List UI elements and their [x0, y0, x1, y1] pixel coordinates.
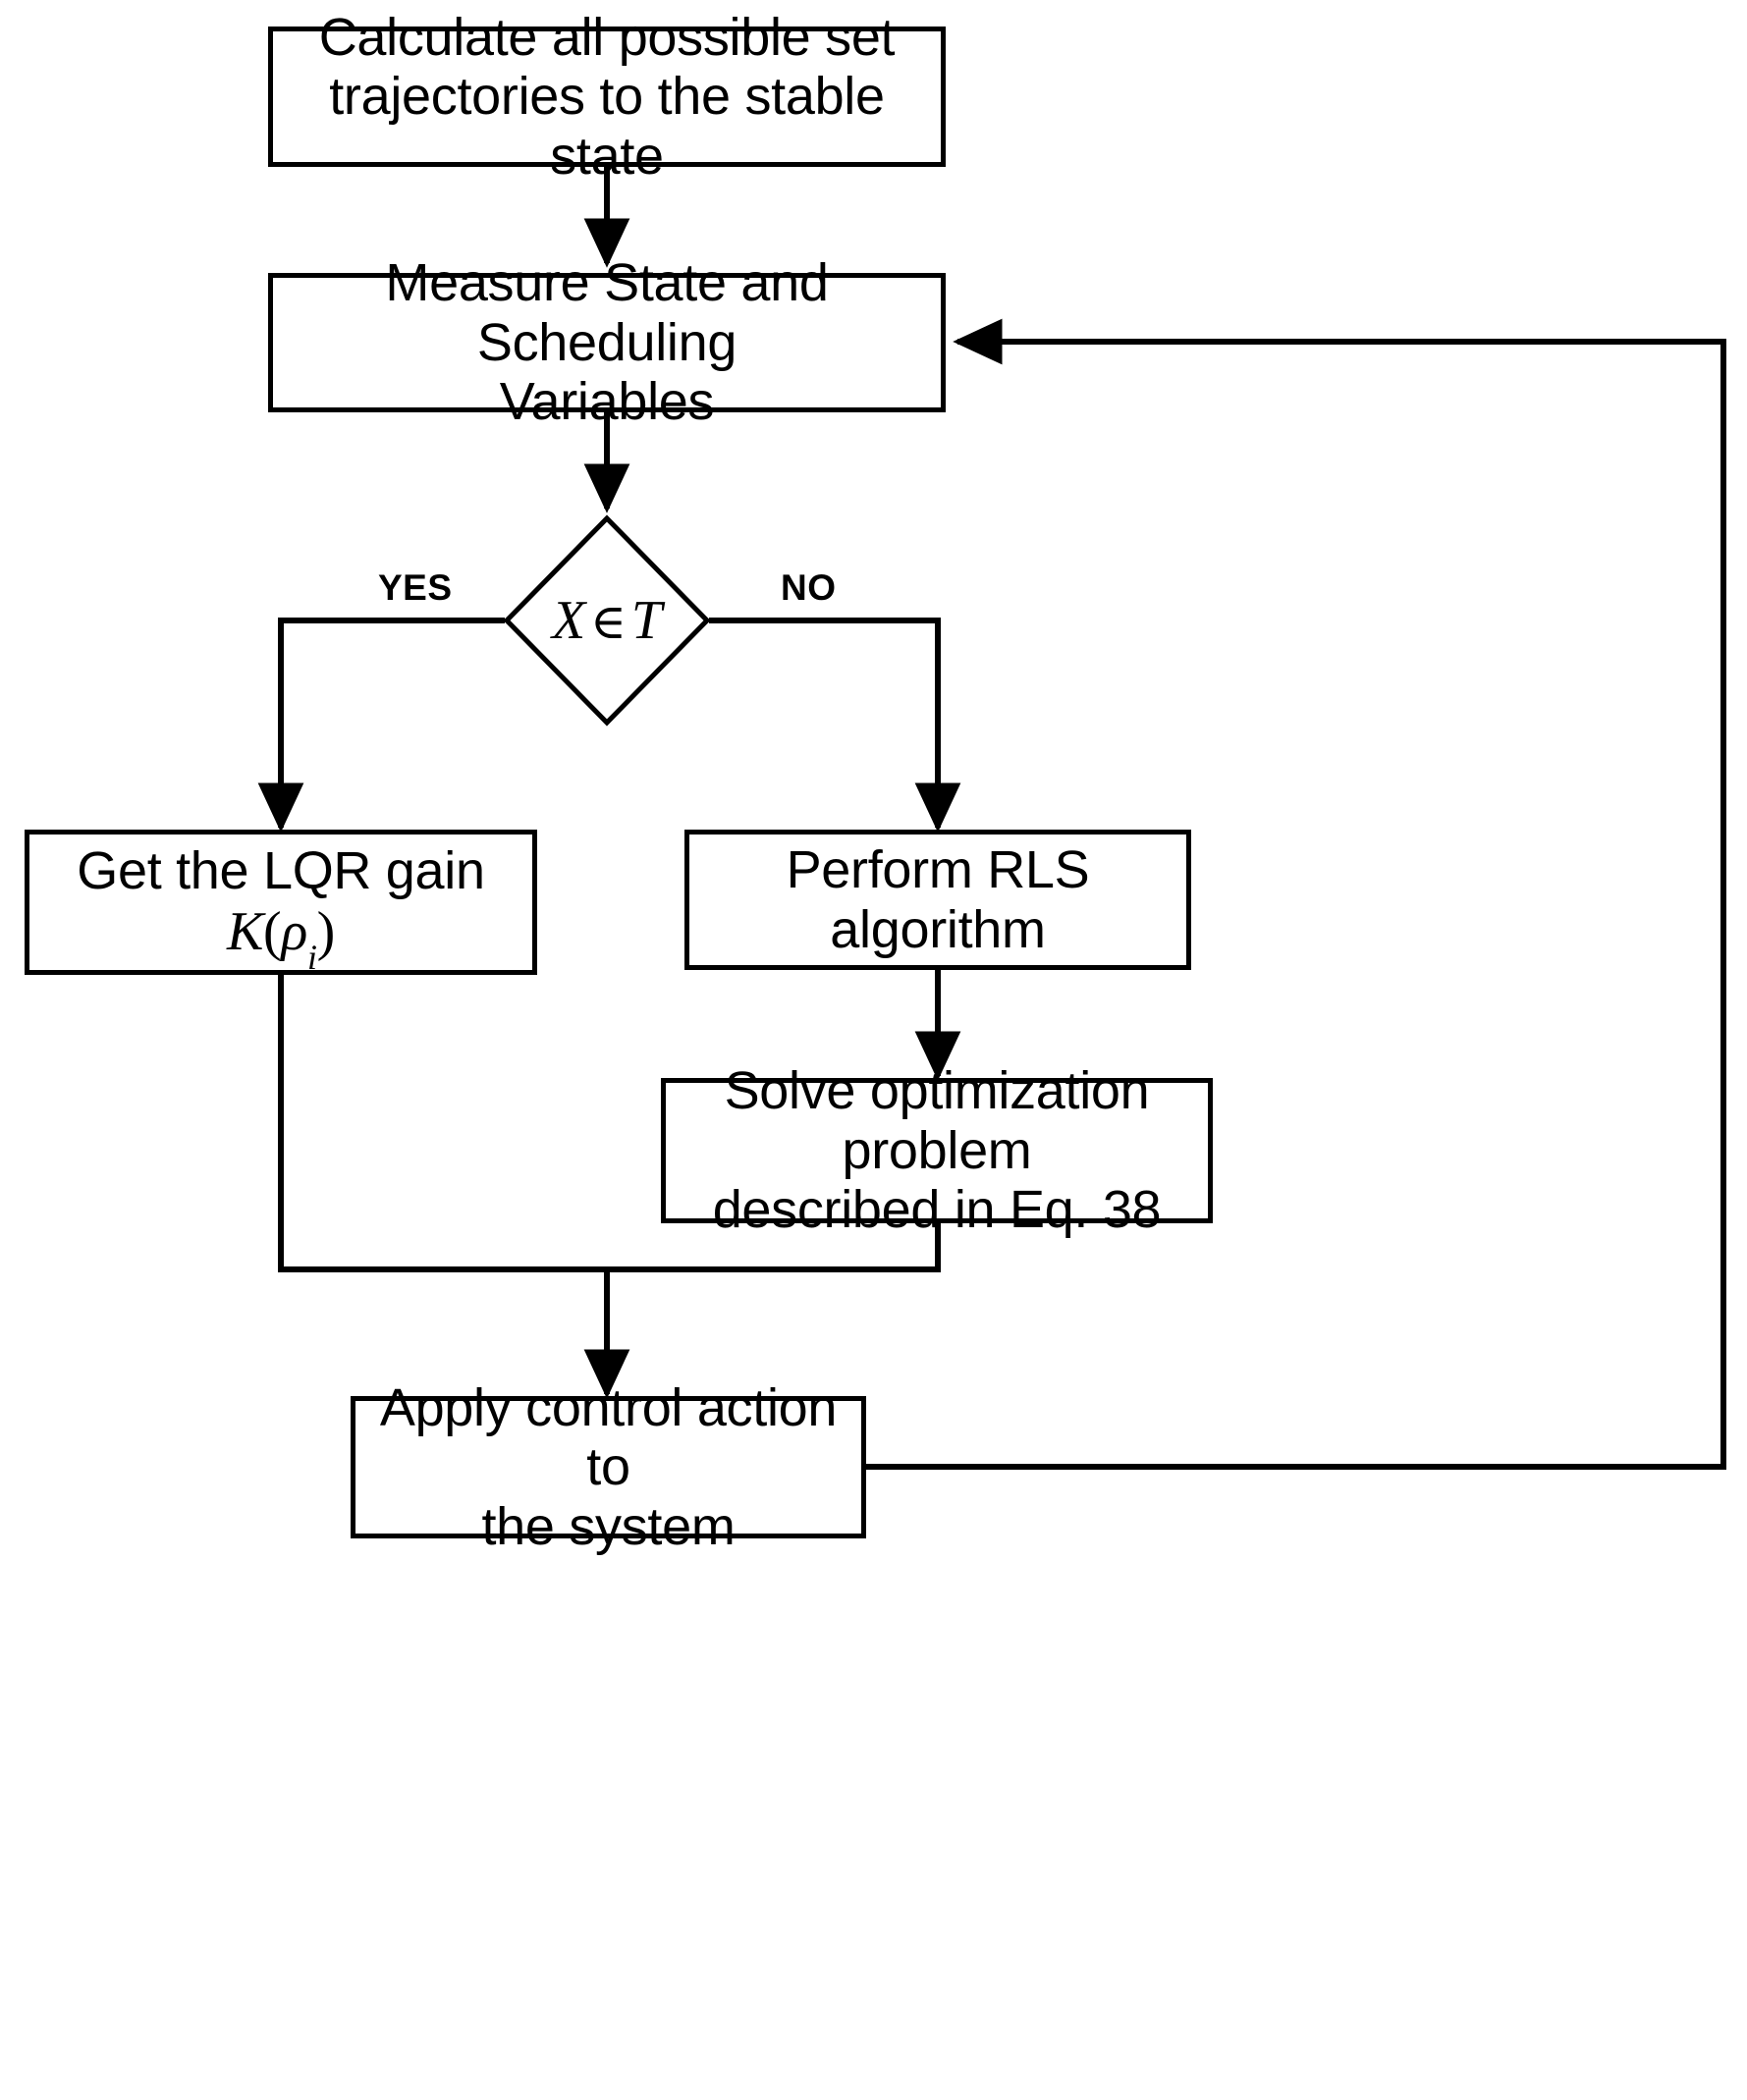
edge-yes-to-lqr	[257, 618, 505, 833]
node-lqr-label: Get the LQR gain K(ρi)	[77, 841, 485, 977]
edge-feedback-to-measure	[866, 318, 1726, 1470]
decision-condition-text: X∈T	[551, 590, 663, 651]
edge-label-yes: YES	[378, 567, 453, 608]
node-decision-condition[interactable]: X∈T	[509, 587, 705, 654]
node-perform-rls[interactable]: Perform RLS algorithm	[684, 830, 1191, 970]
decision-diamond-shape	[503, 514, 711, 727]
edge-label-no: NO	[781, 567, 837, 608]
edge-no-to-rls	[709, 618, 961, 833]
node-get-lqr-gain[interactable]: Get the LQR gain K(ρi)	[25, 830, 537, 975]
node-rls-label: Perform RLS algorithm	[786, 840, 1090, 959]
